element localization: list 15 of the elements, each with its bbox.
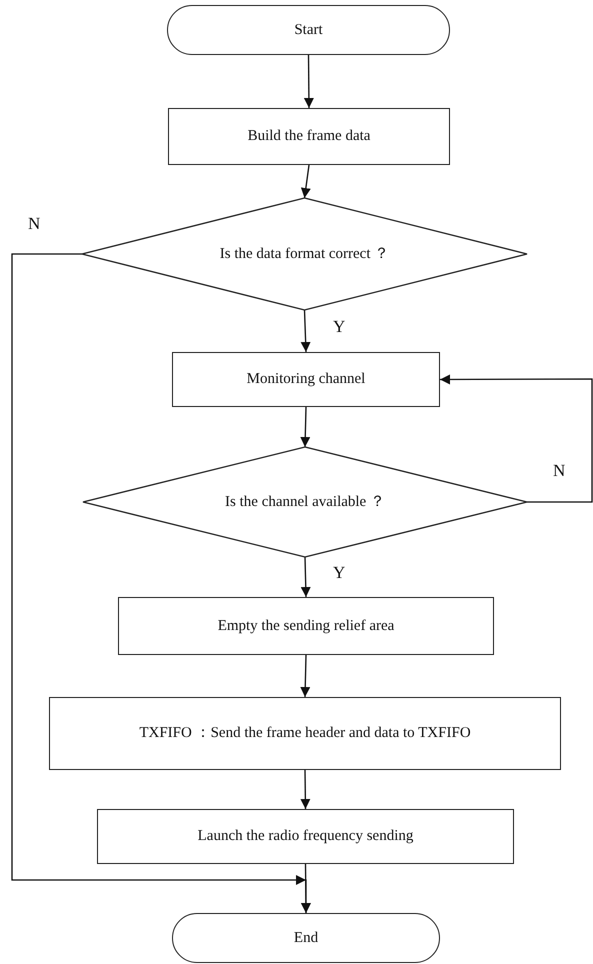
decision-text: Is the channel available ？ (225, 492, 385, 512)
terminal-shape: Start (167, 5, 450, 55)
edge-label: Y (333, 564, 346, 581)
edge-label: Y (333, 318, 346, 335)
decision-diamond (82, 198, 527, 310)
edge-label: N (28, 215, 40, 232)
edge-label: N (553, 462, 566, 479)
terminal-shape: End (172, 913, 440, 963)
process-box: Monitoring channel (172, 352, 440, 407)
process-box: Empty the sending relief area (118, 597, 494, 655)
decision-text: Is the data format correct ？ (220, 244, 390, 264)
decision-diamond (83, 447, 527, 557)
process-box: TXFIFO ：Send the frame header and data to TXFIFO (49, 697, 561, 770)
process-box: Launch the radio frequency sending (97, 809, 514, 864)
process-box: Build the frame data (168, 108, 450, 165)
